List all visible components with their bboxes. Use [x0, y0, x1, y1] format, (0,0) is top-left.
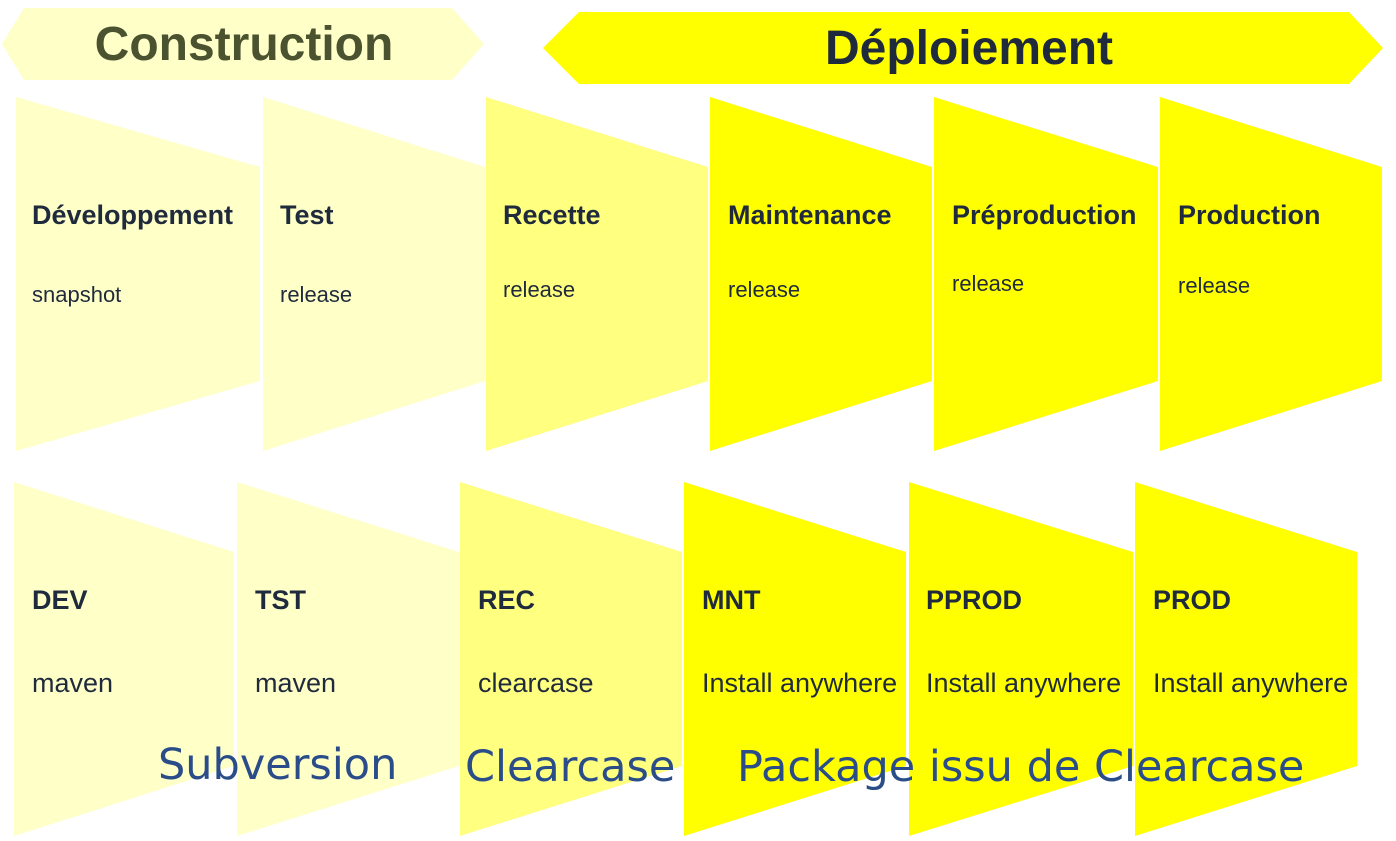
stage-title: MNT [702, 585, 761, 615]
stage-pprod: PPROD Install anywhere [909, 482, 1135, 838]
stage-shape [460, 482, 682, 836]
stage-subtitle: Install anywhere [702, 668, 898, 698]
stage-rec: REC clearcase [460, 482, 684, 838]
stage-shape [909, 482, 1133, 836]
stage-title: Test [280, 200, 334, 230]
stage-subtitle: release [728, 277, 801, 302]
stage-subtitle: maven [255, 668, 337, 698]
tool-package-label: Package issu de Clearcase [737, 742, 1305, 792]
stage-preproduction: Préproduction release [934, 97, 1160, 453]
stage-subtitle: release [280, 282, 353, 307]
stage-shape [263, 97, 485, 451]
stage-shape [1160, 97, 1382, 451]
stage-developpement: Développement snapshot [16, 97, 262, 453]
stage-subtitle: release [952, 271, 1025, 296]
stage-title: REC [478, 585, 536, 615]
tool-subversion-label: Subversion [158, 740, 398, 790]
stage-shape [486, 97, 708, 451]
stage-production: Production release [1160, 97, 1384, 453]
stage-subtitle: Install anywhere [1153, 668, 1349, 698]
stage-prod: PROD Install anywhere [1135, 482, 1359, 838]
stage-title: PROD [1153, 585, 1232, 615]
banner-construction-label: Construction [94, 17, 394, 71]
stage-shape [934, 97, 1158, 451]
stage-title: TST [255, 585, 306, 615]
tool-clearcase-label: Clearcase [465, 742, 676, 792]
stage-shape [16, 97, 260, 451]
stage-subtitle: release [1178, 273, 1251, 298]
stage-mnt: MNT Install anywhere [684, 482, 908, 838]
stage-shape [237, 482, 459, 836]
stage-shape [710, 97, 932, 451]
stage-subtitle: snapshot [32, 282, 122, 307]
banner-deploiement-shape [543, 12, 1383, 84]
stage-title: DEV [32, 585, 88, 615]
stage-subtitle: clearcase [478, 668, 594, 698]
stage-maintenance: Maintenance release [710, 97, 934, 453]
banner-deploiement: Déploiement [543, 12, 1385, 84]
banner-construction-shape [2, 8, 484, 80]
stage-subtitle: maven [32, 668, 114, 698]
stage-test: Test release [263, 97, 487, 453]
stage-title: Maintenance [728, 200, 892, 230]
stage-subtitle: release [503, 277, 576, 302]
stage-subtitle: Install anywhere [926, 668, 1122, 698]
stage-title: Production [1178, 200, 1321, 230]
banner-construction: Construction [2, 8, 486, 80]
stage-shape [684, 482, 906, 836]
stage-title: PPROD [926, 585, 1023, 615]
stage-title: Préproduction [952, 200, 1137, 230]
stage-shape [1135, 482, 1357, 836]
stage-dev: DEV maven [14, 482, 236, 838]
stage-title: Développement [32, 200, 234, 230]
stage-shape [14, 482, 234, 836]
stage-title: Recette [503, 200, 601, 230]
stage-recette: Recette release [486, 97, 710, 453]
stage-tst: TST maven [237, 482, 461, 838]
banner-deploiement-label: Déploiement [824, 21, 1114, 75]
